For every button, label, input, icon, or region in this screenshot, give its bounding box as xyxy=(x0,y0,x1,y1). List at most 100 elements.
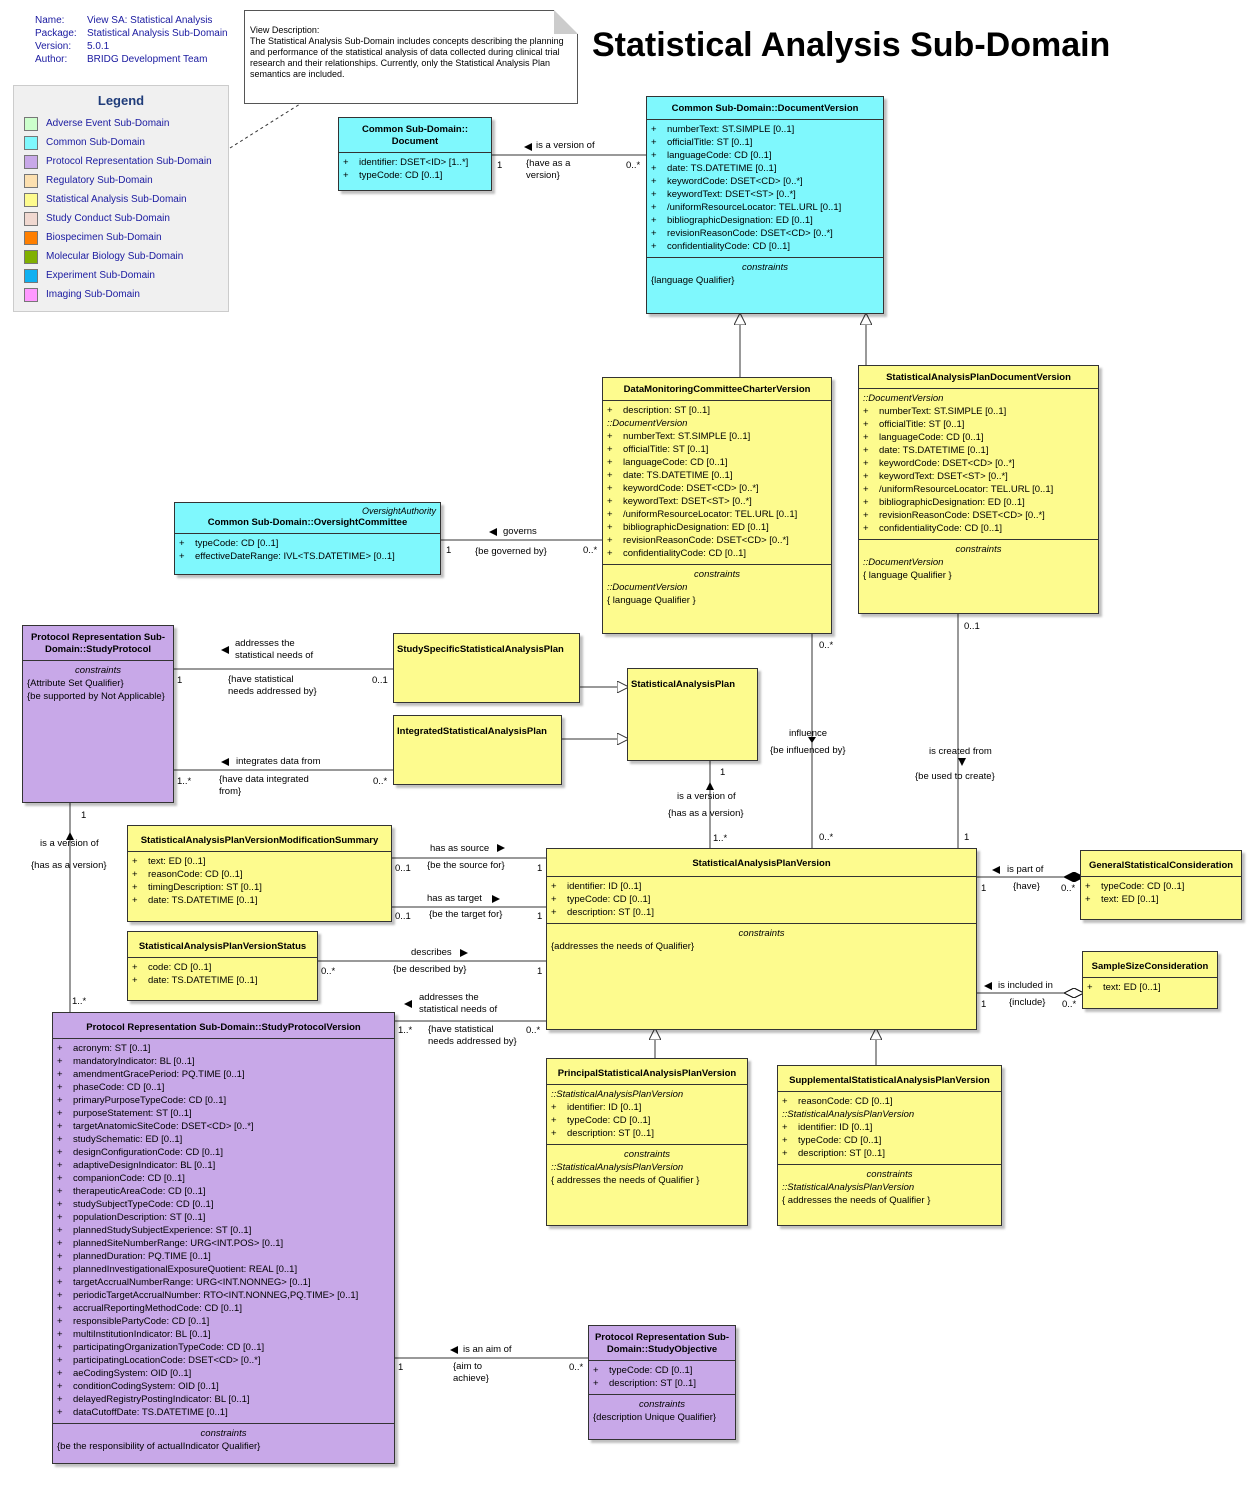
mult-status: 0..* xyxy=(321,966,336,977)
meta-name-label: Name: xyxy=(35,15,65,26)
class-document-version[interactable]: Common Sub-Domain::DocumentVersion + numb… xyxy=(646,96,884,314)
attribute: +participatingOrganizationTypeCode: CD [… xyxy=(57,1341,390,1354)
attribute: +identifier: DSET<ID> [1..*] xyxy=(343,156,487,169)
attribute-text: identifier: ID [0..1] xyxy=(798,1122,873,1133)
attribute: +timingDescription: ST [0..1] xyxy=(132,881,387,894)
visibility-plus: + xyxy=(179,551,185,562)
class-study-specific-sap[interactable]: StudySpecificStatisticalAnalysisPlan xyxy=(393,633,580,703)
class-name: Common Sub-Domain::OversightCommittee xyxy=(207,517,408,528)
label-protocol-is-version: is a version of xyxy=(40,838,99,849)
attribute: +date: TS.DATETIME [0..1] xyxy=(651,162,879,175)
legend-swatch xyxy=(24,173,38,188)
visibility-plus: + xyxy=(57,1394,63,1405)
legend-swatch xyxy=(24,154,38,169)
class-sample-size-consideration[interactable]: SampleSizeConsideration +text: ED [0..1] xyxy=(1082,951,1218,1009)
mult-target-sapv: 1 xyxy=(537,911,543,922)
attribute-text: plannedStudySubjectExperience: ST [0..1] xyxy=(73,1225,252,1236)
visibility-plus: + xyxy=(782,1135,788,1146)
class-principal-sapv[interactable]: PrincipalStatisticalAnalysisPlanVersion … xyxy=(546,1058,748,1226)
attribute: +text: ED [0..1] xyxy=(1087,981,1213,994)
class-dmc-charter-version[interactable]: DataMonitoringCommitteeCharterVersion +d… xyxy=(602,377,832,634)
attribute: + adaptiveDesignIndicator: BL [0..1] xyxy=(57,1159,390,1172)
legend-item: Regulatory Sub-Domain xyxy=(14,171,228,190)
attribute-text: responsiblePartyCode: CD [0..1] xyxy=(73,1316,210,1327)
attribute-text: typeCode: CD [0..1] xyxy=(567,1115,651,1126)
attribute: +identifier: ID [0..1] xyxy=(551,880,972,893)
visibility-plus: + xyxy=(607,444,613,455)
class-statistical-analysis-plan[interactable]: StatisticalAnalysisPlan xyxy=(627,668,758,761)
visibility-plus: + xyxy=(651,137,657,148)
mult-protocol-version: 1..* xyxy=(72,996,87,1007)
class-name: DataMonitoringCommitteeCharterVersion xyxy=(623,384,811,395)
visibility-plus: + xyxy=(57,1186,63,1197)
constraints-inherited-from: ::DocumentVersion xyxy=(863,557,944,568)
class-name: Protocol Representation Sub-Domain::Stud… xyxy=(86,1022,361,1033)
class-name: SupplementalStatisticalAnalysisPlanVersi… xyxy=(789,1075,990,1086)
attribute: +multiInstitutionIndicator: BL [0..1] xyxy=(57,1328,390,1341)
attributes: ::DocumentVersion+numberText: ST.SIMPLE … xyxy=(859,388,1098,539)
constraints-heading: constraints xyxy=(694,569,740,580)
arrow-part-of xyxy=(992,866,1000,874)
class-name: GeneralStatisticalConsideration xyxy=(1088,860,1234,871)
class-sapv-modification-summary[interactable]: StatisticalAnalysisPlanVersionModificati… xyxy=(127,825,392,922)
visibility-plus: + xyxy=(651,215,657,226)
class-integrated-sap[interactable]: IntegratedStatisticalAnalysisPlan xyxy=(393,715,562,785)
attribute-text: identifier: ID [0..1] xyxy=(567,1102,642,1113)
legend-swatch xyxy=(24,230,38,245)
label-has-as-source: has as source xyxy=(430,843,490,854)
label-influence: influence xyxy=(789,728,828,739)
visibility-plus: + xyxy=(651,241,657,252)
visibility-plus: + xyxy=(607,470,613,481)
class-name: Common Sub-Domain::DocumentVersion xyxy=(671,103,859,114)
constraints-heading: constraints xyxy=(955,544,1002,555)
label-describes: describes xyxy=(411,947,452,958)
class-document[interactable]: Common Sub-Domain::Document +identifier:… xyxy=(338,117,492,191)
mult-sapv-created: 1 xyxy=(964,832,970,843)
class-name: Protocol Representation Sub-Domain::Stud… xyxy=(594,1332,730,1355)
class-name: StatisticalAnalysisPlanVersionStatus xyxy=(138,941,307,952)
visibility-plus: + xyxy=(593,1378,599,1389)
attributes: +typeCode: CD [0..1]+effectiveDateRange:… xyxy=(175,533,440,567)
arrow-included-in xyxy=(984,982,992,990)
class-study-protocol[interactable]: Protocol Representation Sub-Domain::Stud… xyxy=(22,625,174,803)
mult-oversight: 1 xyxy=(446,545,452,556)
class-general-statistical-consideration[interactable]: GeneralStatisticalConsideration +typeCod… xyxy=(1080,850,1242,920)
legend-swatch xyxy=(24,249,38,264)
meta-version: 5.0.1 xyxy=(87,41,110,52)
visibility-plus: + xyxy=(863,497,869,508)
visibility-plus: + xyxy=(651,150,657,161)
class-study-protocol-version[interactable]: Protocol Representation Sub-Domain::Stud… xyxy=(52,1012,395,1464)
legend-swatch xyxy=(24,192,38,207)
attribute-text: date: TS.DATETIME [0..1] xyxy=(879,445,989,456)
attribute-text: numberText: ST.SIMPLE [0..1] xyxy=(667,124,795,135)
mult-source-sapv: 1 xyxy=(537,863,543,874)
mult-spv-addresses: 1..* xyxy=(398,1025,413,1036)
legend-item: Molecular Biology Sub-Domain xyxy=(14,247,228,266)
class-study-objective[interactable]: Protocol Representation Sub-Domain::Stud… xyxy=(588,1325,736,1440)
note-connector xyxy=(229,103,301,149)
class-sap-version[interactable]: StatisticalAnalysisPlanVersion +identifi… xyxy=(546,848,977,1030)
note-heading: View Description: xyxy=(250,25,320,35)
meta-package: Statistical Analysis Sub-Domain xyxy=(87,28,228,39)
attribute: +plannedDuration: PQ.TIME [0..1] xyxy=(57,1250,390,1263)
visibility-plus: + xyxy=(57,1160,63,1171)
visibility-plus: + xyxy=(607,522,613,533)
attribute-text: typeCode: CD [0..1] xyxy=(609,1365,693,1376)
inherited-from: ::StatisticalAnalysisPlanVersion xyxy=(551,1089,684,1100)
attribute: +bibliographicDesignation: ED [0..1] xyxy=(607,521,827,534)
attribute-text: typeCode: CD [0..1] xyxy=(359,170,443,181)
mult-target-ms: 0..1 xyxy=(395,911,411,922)
visibility-plus: + xyxy=(651,163,657,174)
attributes: +identifier: ID [0..1]+typeCode: CD [0..… xyxy=(547,876,976,923)
attribute-text: typeCode: CD [0..1] xyxy=(1101,881,1185,892)
class-supplemental-sapv[interactable]: SupplementalStatisticalAnalysisPlanVersi… xyxy=(777,1065,1002,1226)
class-sapv-status[interactable]: StatisticalAnalysisPlanVersionStatus +co… xyxy=(127,931,318,1001)
class-sap-document-version[interactable]: StatisticalAnalysisPlanDocumentVersion :… xyxy=(858,365,1099,614)
attribute-text: typeCode: CD [0..1] xyxy=(798,1135,882,1146)
visibility-plus: + xyxy=(863,510,869,521)
visibility-plus: + xyxy=(607,548,613,559)
attribute-text: adaptiveDesignIndicator: BL [0..1] xyxy=(73,1160,216,1171)
class-oversight-committee[interactable]: OversightAuthority Common Sub-Domain::Ov… xyxy=(174,502,441,575)
attribute: +officialTitle: ST [0..1] xyxy=(863,418,1094,431)
